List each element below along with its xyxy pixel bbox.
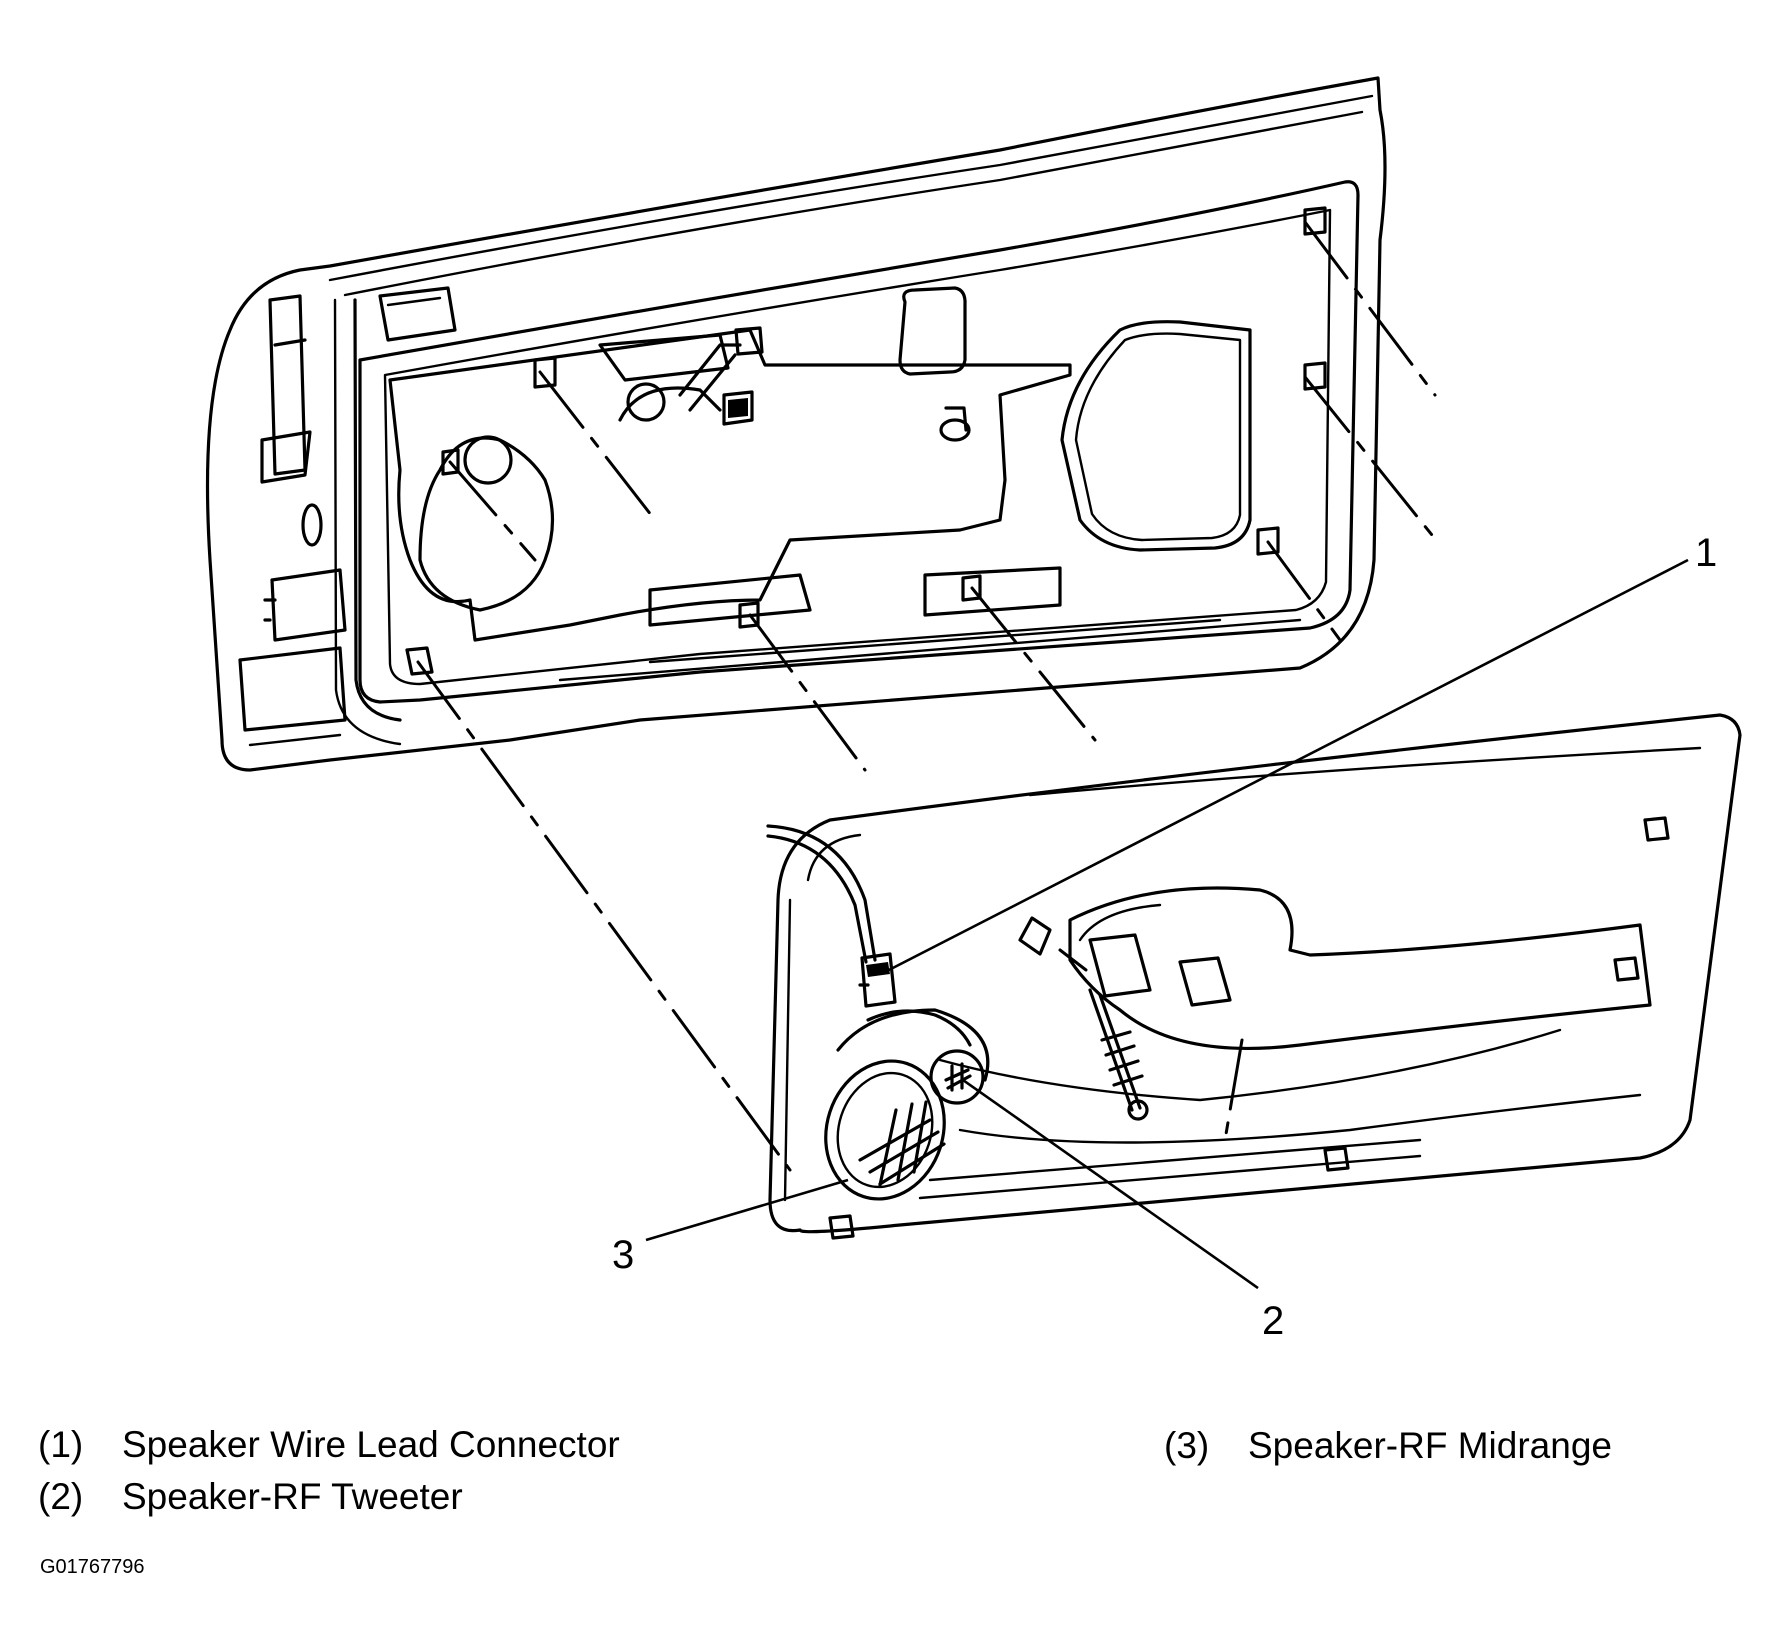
legend-item-1: (1) Speaker Wire Lead Connector [38,1426,620,1463]
callout-2: 2 [1262,1299,1284,1343]
door-trim-panel [766,713,1742,1240]
figure-id: G01767796 [40,1556,145,1578]
door-inner-frame [205,76,1387,772]
legend-item-2-number: (2) [38,1476,84,1517]
door-speaker-exploded-diagram: 1 2 3 [205,76,1742,1343]
callout-leaders [645,558,1689,1290]
door-inner-panel-cutouts [388,206,1327,676]
midrange-speaker [824,1008,990,1201]
callout-1: 1 [1695,531,1717,575]
callout-3-leader [645,1178,849,1242]
legend-item-3-number: (3) [1164,1425,1210,1466]
legend-item-3: (3) Speaker-RF Midrange [1164,1427,1612,1464]
legend-item-3-label: Speaker-RF Midrange [1248,1425,1612,1466]
callout-2-leader [962,1078,1259,1290]
alignment-dashed-lines [416,220,1442,1172]
legend-item-2: (2) Speaker-RF Tweeter [38,1478,463,1515]
speaker-pod-bezel [866,1009,972,1047]
legend-item-2-label: Speaker-RF Tweeter [122,1476,463,1517]
legend-item-1-number: (1) [38,1424,84,1465]
callout-3: 3 [612,1233,634,1277]
callout-1-leader [884,558,1689,974]
tweeter-speaker [929,1049,985,1105]
legend-item-1-label: Speaker Wire Lead Connector [122,1424,620,1465]
